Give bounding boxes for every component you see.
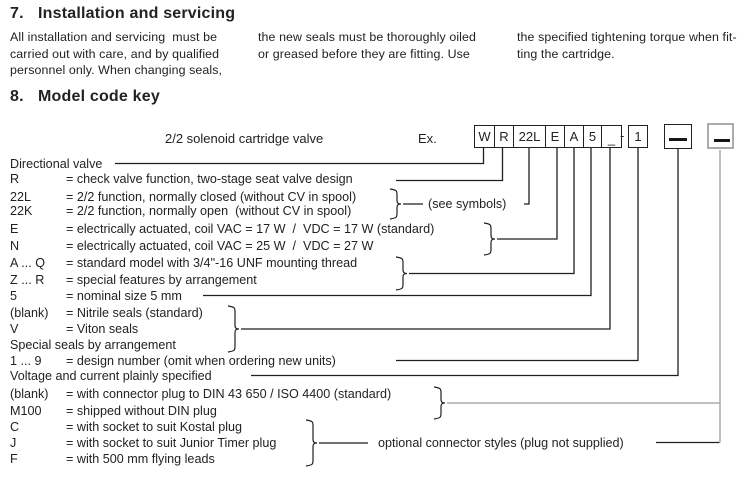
row-label: 22L bbox=[10, 190, 32, 204]
row-label: (blank) bbox=[10, 306, 49, 320]
blank-dash bbox=[714, 139, 730, 142]
section7-column-2: the new seals must be thoroughly oiled o… bbox=[258, 30, 477, 61]
row-label: A ... Q bbox=[10, 256, 45, 270]
row-text: = 2/2 function, normally open (without C… bbox=[66, 204, 352, 218]
section8-number: 8. bbox=[10, 88, 24, 105]
code-row-m100: M100 = shipped without DIN plug bbox=[10, 404, 217, 419]
code-row-r: R = check valve function, two-stage seat … bbox=[10, 172, 353, 187]
row-label: 22K bbox=[10, 204, 33, 218]
row-label: F bbox=[10, 452, 18, 466]
row-label: (blank) bbox=[10, 387, 49, 401]
row-text: = nominal size 5 mm bbox=[66, 289, 182, 303]
code-cell-model: A bbox=[564, 126, 583, 147]
code-row-a-q: A ... Q = standard model with 3/4"-16 UNF… bbox=[10, 256, 357, 271]
design-number-value: 1 bbox=[634, 129, 642, 144]
code-separator: - bbox=[620, 128, 625, 143]
row-label: C bbox=[10, 420, 20, 434]
example-label: Ex. bbox=[418, 131, 437, 146]
code-row-z-r: Z ... R = special features by arrangement bbox=[10, 273, 257, 288]
see-symbols-note: (see symbols) bbox=[428, 197, 507, 211]
code-cell-actuation: E bbox=[545, 126, 564, 147]
row-text: = with connector plug to DIN 43 650 / IS… bbox=[66, 387, 392, 401]
code-row-c: C = with socket to suit Kostal plug bbox=[10, 420, 242, 435]
connector-blank-box bbox=[707, 123, 734, 149]
model-code-box: W R 22L E A 5 _ bbox=[474, 125, 622, 148]
voltage-blank-box bbox=[664, 124, 692, 149]
section7-column-1: All installation and servicing must be c… bbox=[10, 30, 223, 77]
row-label: V bbox=[10, 322, 19, 336]
row-label: N bbox=[10, 239, 20, 253]
code-cell-valve-function: R bbox=[494, 126, 513, 147]
product-label: 2/2 solenoid cartridge valve bbox=[165, 131, 324, 146]
row-label: Special seals by arrangement bbox=[10, 338, 176, 352]
code-row-f: F = with 500 mm flying leads bbox=[10, 452, 215, 467]
row-text: = standard model with 3/4"-16 UNF mounti… bbox=[66, 256, 358, 270]
row-label: M100 bbox=[10, 404, 42, 418]
row-label: R bbox=[10, 172, 20, 186]
row-text: = with socket to suit Junior Timer plug bbox=[66, 436, 277, 450]
section7-column-3: the specified tightening torque when fit… bbox=[517, 30, 737, 61]
code-row-e: E = electrically actuated, coil VAC = 17 … bbox=[10, 222, 434, 237]
row-text: = with 500 mm flying leads bbox=[66, 452, 215, 466]
blank-dash bbox=[669, 138, 687, 141]
row-label: Z ... R bbox=[10, 273, 45, 287]
section7-title: Installation and servicing bbox=[38, 5, 236, 22]
row-label: 5 bbox=[10, 289, 18, 303]
code-cell-seals-blank: _ bbox=[601, 126, 621, 147]
section8-title: Model code key bbox=[38, 88, 160, 105]
code-row-22k: 22K = 2/2 function, normally open (withou… bbox=[10, 204, 351, 219]
row-text: = electrically actuated, coil VAC = 25 W… bbox=[66, 239, 374, 253]
row-label: Directional valve bbox=[10, 157, 103, 171]
row-text: = Nitrile seals (standard) bbox=[66, 306, 203, 320]
code-cell-function: 22L bbox=[513, 126, 545, 147]
row-label: 1 ... 9 bbox=[10, 354, 42, 368]
row-text: = 2/2 function, normally closed (without… bbox=[66, 190, 357, 204]
row-label: J bbox=[10, 436, 17, 450]
row-label: Voltage and current plainly specified bbox=[10, 369, 212, 383]
section7-number: 7. bbox=[10, 5, 24, 22]
row-label: E bbox=[10, 222, 19, 236]
row-text: = check valve function, two-stage seat v… bbox=[66, 172, 353, 186]
row-text: = shipped without DIN plug bbox=[66, 404, 217, 418]
code-row-design-number: 1 ... 9 = design number (omit when orderi… bbox=[10, 354, 336, 369]
code-row-viton: V = Viton seals bbox=[10, 322, 138, 337]
row-text: = with socket to suit Kostal plug bbox=[66, 420, 243, 434]
design-number-box: 1 bbox=[628, 125, 648, 148]
code-row-nitrile: (blank) = Nitrile seals (standard) bbox=[10, 306, 203, 321]
code-row-5: 5 = nominal size 5 mm bbox=[10, 289, 182, 304]
code-row-n: N = electrically actuated, coil VAC = 25 … bbox=[10, 239, 373, 254]
code-row-din-plug: (blank) = with connector plug to DIN 43 6… bbox=[10, 387, 391, 402]
code-row-j: J = with socket to suit Junior Timer plug bbox=[10, 436, 276, 451]
code-row-22l: 22L = 2/2 function, normally closed (with… bbox=[10, 190, 356, 205]
code-row-special-seals: Special seals by arrangement bbox=[10, 338, 176, 353]
code-row-directional-valve: Directional valve bbox=[10, 157, 102, 172]
row-text: = electrically actuated, coil VAC = 17 W… bbox=[66, 222, 435, 236]
code-cell-directional: W bbox=[478, 129, 491, 144]
optional-connector-note: optional connector styles (plug not supp… bbox=[378, 436, 624, 450]
code-row-voltage: Voltage and current plainly specified bbox=[10, 369, 212, 384]
code-cell-size: 5 bbox=[583, 126, 601, 147]
row-text: = Viton seals bbox=[66, 322, 139, 336]
row-text: = design number (omit when ordering new … bbox=[66, 354, 336, 368]
row-text: = special features by arrangement bbox=[66, 273, 257, 287]
